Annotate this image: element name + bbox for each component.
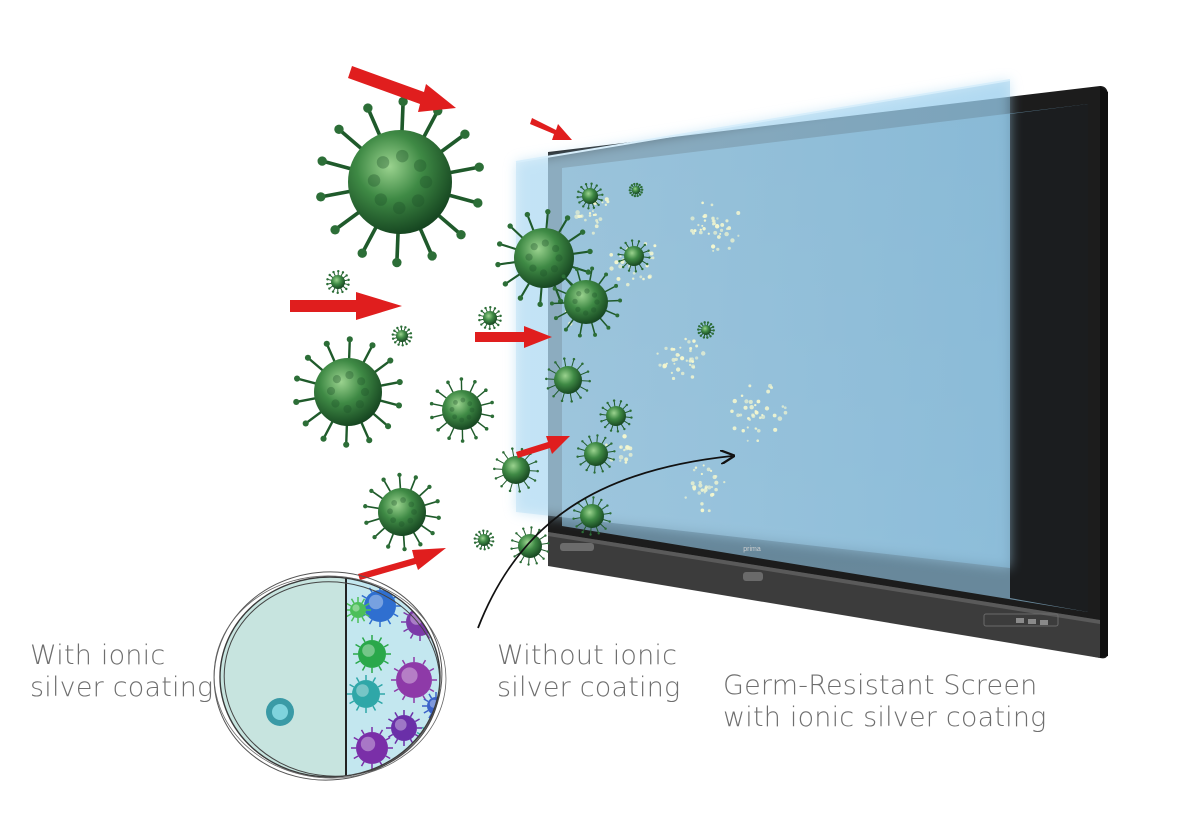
- virus-icon: [429, 377, 495, 443]
- sparkle-cluster: [690, 201, 741, 252]
- virus-icon: [326, 269, 350, 295]
- caption-germ-resistant-screen: Germ-Resistant Screen with ionic silver …: [723, 670, 1047, 734]
- germ-direction-arrows: [290, 66, 572, 580]
- sparkle-cluster: [730, 383, 788, 443]
- caption-with-coating: With ionic silver coating: [30, 640, 213, 704]
- virus-icon: [576, 434, 616, 474]
- virus-icon: [495, 208, 593, 308]
- microbe-icon: [347, 675, 385, 713]
- display-side: [1100, 86, 1108, 658]
- virus-icon: [617, 239, 651, 273]
- microbe-icon: [345, 597, 371, 623]
- sparkle-cluster: [656, 337, 706, 381]
- virus-icon: [316, 96, 484, 268]
- caption-line: Without ionic: [497, 640, 678, 671]
- pointer-arrow: [477, 456, 732, 629]
- caption-line: silver coating: [497, 672, 681, 703]
- virus-icon: [549, 266, 623, 338]
- virus-icon: [510, 526, 550, 566]
- virus-icon: [576, 182, 604, 210]
- caption-line: With ionic: [30, 640, 166, 671]
- brand-label: prima: [743, 546, 761, 553]
- sparkle-cluster: [684, 464, 726, 513]
- ionic-silver-coating-layer: [515, 79, 1011, 568]
- virus-icon: [572, 496, 612, 536]
- red-arrow-icon: [290, 292, 402, 320]
- red-arrow-icon: [348, 66, 456, 112]
- center-button: [743, 572, 763, 581]
- caption-line: with ionic silver coating: [723, 702, 1047, 733]
- microbe-icon: [391, 657, 437, 703]
- port-panel: [983, 613, 1059, 627]
- virus-icon: [493, 447, 539, 493]
- red-arrow-icon: [530, 118, 572, 140]
- virus-icon: [697, 321, 715, 339]
- virus-icon: [473, 529, 495, 551]
- virus-icon: [293, 336, 403, 448]
- virus-icon: [363, 472, 441, 552]
- caption-line: silver coating: [30, 672, 214, 703]
- virus-icon: [545, 357, 591, 403]
- coating-comparison-circle: [213, 571, 447, 781]
- single-microbe-coated-side: [266, 698, 294, 726]
- virus-particles: [293, 96, 715, 566]
- microbe-icon: [351, 727, 393, 769]
- virus-icon: [628, 182, 644, 198]
- microbe-icon: [386, 710, 422, 746]
- caption-without-coating: Without ionic silver coating: [497, 640, 680, 704]
- silver-ion-sparkles: [565, 197, 788, 513]
- virus-icon: [599, 399, 633, 433]
- front-buttons: [560, 543, 594, 551]
- coated-side: [220, 577, 346, 777]
- red-arrow-icon: [516, 436, 570, 458]
- red-arrow-icon: [475, 326, 552, 348]
- display-bottom-bar: [548, 532, 1100, 658]
- virus-icon: [391, 325, 413, 347]
- red-arrow-icon: [358, 548, 446, 580]
- caption-line: Germ-Resistant Screen: [723, 670, 1038, 701]
- virus-icon: [478, 305, 502, 331]
- microbe-icon: [353, 635, 391, 673]
